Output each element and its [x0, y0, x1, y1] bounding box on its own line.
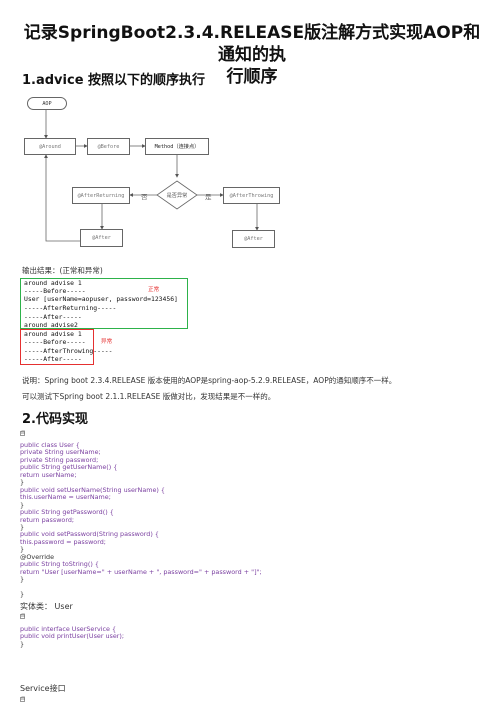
code-line: } — [20, 545, 25, 554]
code-line: this.password = password; — [20, 537, 106, 546]
expand-code-icon[interactable]: ⊟ — [20, 430, 26, 436]
console-line: around advise 1 — [24, 330, 82, 338]
console-line: -----After----- — [24, 313, 82, 321]
console-line: -----AfterReturning----- — [24, 304, 117, 312]
aop-node: AOP — [27, 97, 67, 110]
title-line-2: 行顺序 — [226, 67, 278, 87]
method-node: Method（连接点） — [145, 138, 209, 155]
code-line: return userName; — [20, 470, 77, 479]
code-line: public String toString() { — [20, 560, 99, 569]
code-line: return password; — [20, 515, 75, 524]
after-returning-node: @AfterReturning — [72, 187, 130, 204]
console-line: -----Before----- — [24, 287, 86, 295]
output-label: 输出结果：(正常和异常) — [22, 266, 103, 275]
console-line: around advise2 — [24, 321, 78, 329]
around-node: @Around — [24, 138, 76, 155]
caption-service: Service接口 — [20, 684, 66, 693]
code-line: private String userName; — [20, 448, 101, 457]
code-line: public void setUserName(String userName)… — [20, 485, 165, 494]
code-line: } — [20, 639, 25, 648]
console-line: -----After----- — [24, 355, 82, 363]
code-line: return "User [userName=" + userName + ",… — [20, 567, 262, 576]
console-output: around advise 1 -----Before----- User [u… — [22, 279, 189, 365]
decision-label: 是否异常 — [166, 192, 188, 199]
exception-highlight-box — [20, 329, 94, 365]
code-line: } — [20, 590, 25, 598]
normal-tag: 正常 — [148, 287, 160, 293]
code-line: } — [20, 522, 25, 531]
code-line: public void printUser(User user); — [20, 632, 125, 641]
exception-tag: 异常 — [101, 339, 113, 345]
code-line: public class User { — [20, 441, 80, 449]
yes-branch-label: 是 — [205, 193, 212, 201]
title-line-1: 记录SpringBoot2.3.4.RELEASE版注解方式实现AOP和通知的执 — [23, 23, 481, 65]
no-branch-label: 否 — [141, 193, 148, 201]
section-heading-1: 1.advice 按照以下的顺序执行 — [22, 73, 206, 88]
after-node-right: @After — [232, 230, 275, 248]
code-line: private String password; — [20, 455, 99, 464]
code-line: public String getUserName() { — [20, 463, 118, 472]
code-line: public String getPassword() { — [20, 508, 114, 517]
section-heading-2: 2.代码实现 — [22, 412, 88, 427]
before-node: @Before — [87, 138, 130, 155]
code-line: public interface UserService { — [20, 625, 117, 633]
code-line: } — [20, 478, 25, 487]
note-2: 可以测试下Spring boot 2.1.1.RELEASE 版做对比，发现结果… — [22, 392, 276, 401]
note-1: 说明：Spring boot 2.3.4.RELEASE 版本使用的AOP是sp… — [22, 376, 397, 385]
after-node-left: @After — [80, 229, 123, 247]
after-throwing-node: @AfterThrowing — [223, 187, 280, 204]
code-line: } — [20, 575, 25, 584]
console-line: around advise 1 — [24, 279, 82, 287]
expand-code-icon[interactable]: ⊟ — [20, 696, 26, 702]
code-line: public void setPassword(String password)… — [20, 530, 159, 539]
normal-highlight-box — [20, 278, 188, 329]
console-line: User [userName=aopuser, password=123456] — [24, 295, 178, 303]
console-line: -----Before----- — [24, 338, 86, 346]
article-title: 记录SpringBoot2.3.4.RELEASE版注解方式实现AOP和通知的执… — [20, 22, 484, 88]
code-line: } — [20, 500, 25, 509]
code-line: this.userName = userName; — [20, 493, 111, 502]
expand-code-icon[interactable]: ⊟ — [20, 613, 26, 619]
code-line: @Override — [20, 552, 55, 561]
caption-user: 实体类： User — [20, 602, 73, 611]
console-line: -----AfterThrowing----- — [24, 347, 113, 355]
